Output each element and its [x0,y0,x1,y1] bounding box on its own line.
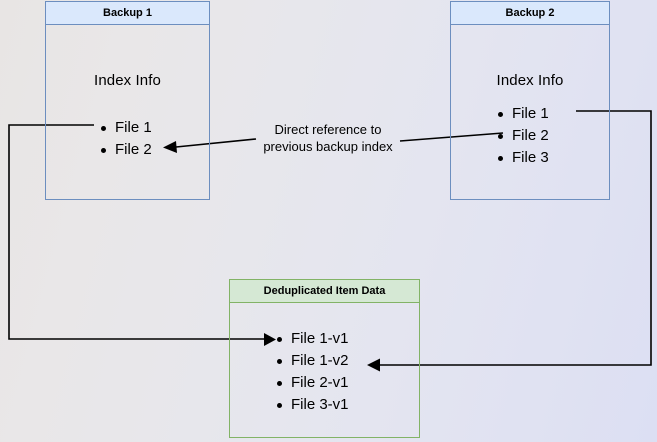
list-item: File 1 [99,117,152,139]
node-dedup-body: File 1-v1 File 1-v2 File 2-v1 File 3-v1 [230,303,419,437]
list-item: File 2 [99,139,152,161]
list-item: File 1-v2 [275,350,349,372]
node-dedup-title: Deduplicated Item Data [230,280,419,303]
node-backup2-subtitle: Index Info [496,72,564,89]
node-backup2[interactable]: Backup 2 Index Info File 1 File 2 File 3 [450,1,610,200]
node-backup1[interactable]: Backup 1 Index Info File 1 File 2 [45,1,210,200]
edge-caption-line-1: Direct reference to [274,122,382,137]
list-item: File 1-v1 [275,328,349,350]
node-deduplicated-item-data[interactable]: Deduplicated Item Data File 1-v1 File 1-… [229,279,420,438]
node-dedup-file-list: File 1-v1 File 1-v2 File 2-v1 File 3-v1 [275,328,349,416]
node-backup1-body: Index Info File 1 File 2 [46,25,209,199]
list-item: File 1 [496,103,549,125]
list-item: File 3-v1 [275,394,349,416]
node-backup1-file-list: File 1 File 2 [99,117,152,161]
node-backup2-title: Backup 2 [451,2,609,25]
edge-caption-direct-reference: Direct reference to previous backup inde… [254,121,402,155]
list-item: File 3 [496,147,549,169]
node-backup2-file-list: File 1 File 2 File 3 [496,103,549,169]
node-backup1-subtitle: Index Info [94,72,161,89]
node-backup1-title: Backup 1 [46,2,209,25]
edge-caption-line-2: previous backup index [263,139,393,154]
node-backup2-body: Index Info File 1 File 2 File 3 [451,25,609,199]
list-item: File 2-v1 [275,372,349,394]
list-item: File 2 [496,125,549,147]
